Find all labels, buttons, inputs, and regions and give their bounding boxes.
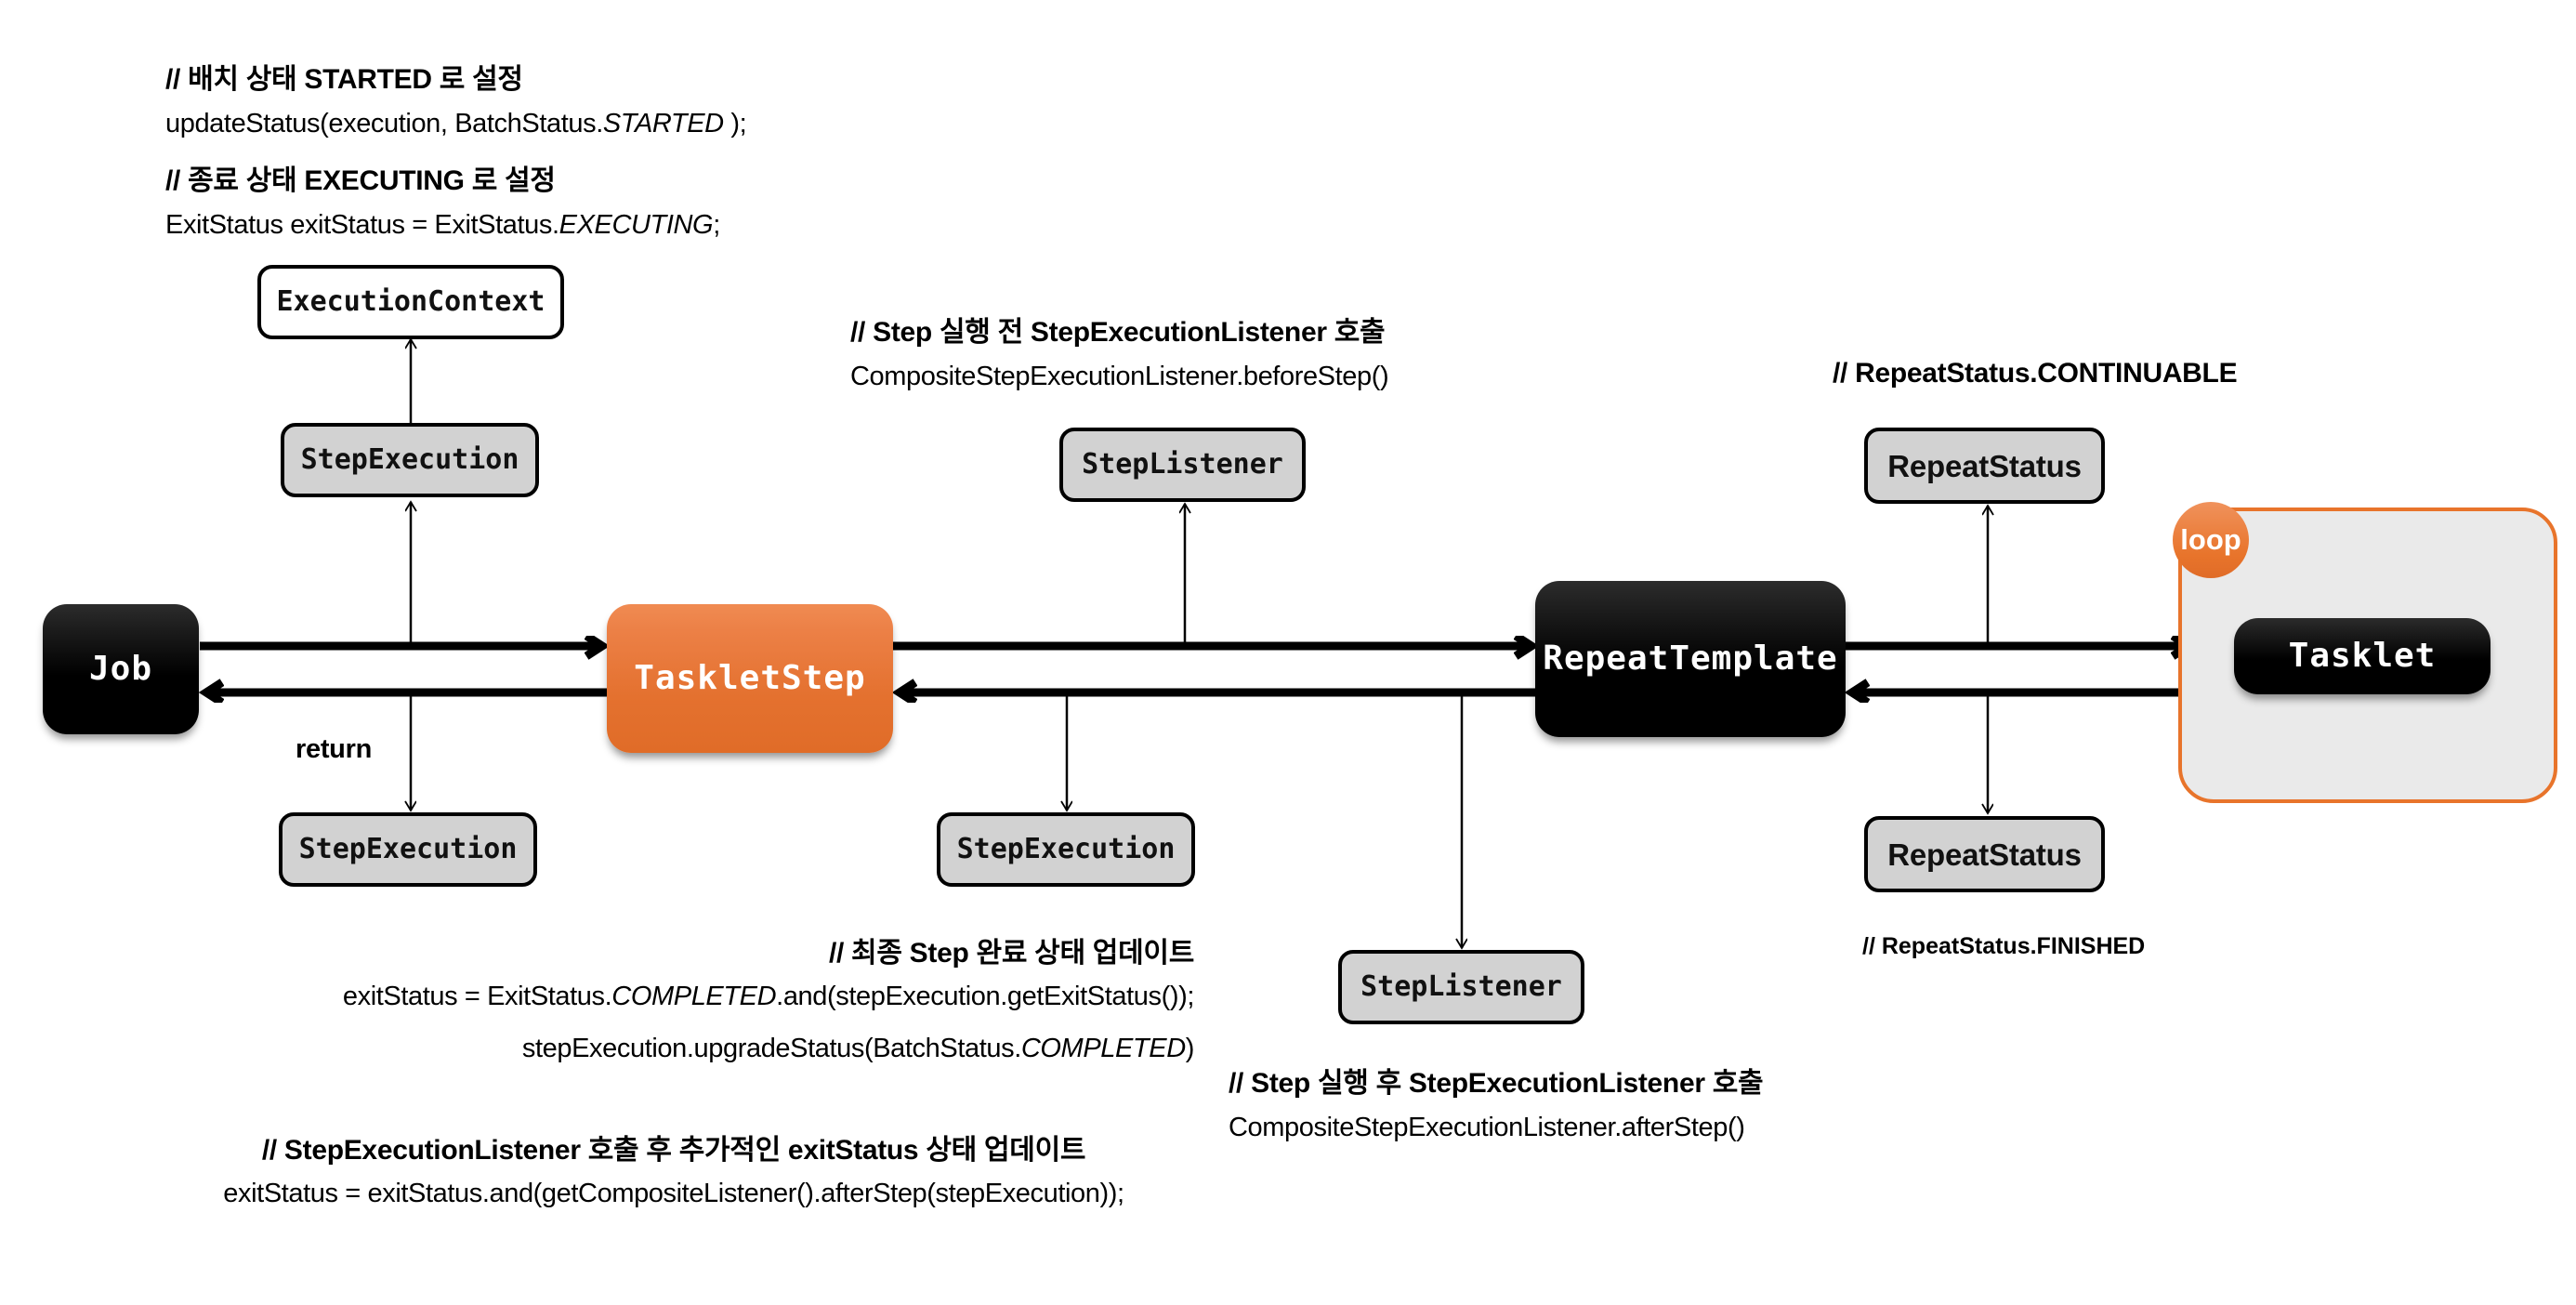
node-label: Tasklet [2288, 637, 2437, 675]
node-step-listener-top[interactable]: StepListener [1059, 428, 1306, 502]
code-part-a: ExitStatus exitStatus = ExitStatus. [165, 210, 559, 240]
code-part-italic: COMPLETED [611, 982, 777, 1011]
node-step-execution-mid[interactable]: StepExecution [937, 812, 1195, 887]
annotation-listener-extra-code: exitStatus = exitStatus.and(getComposite… [223, 1179, 1124, 1208]
loop-badge-label: loop [2180, 523, 2241, 556]
node-label: RepeatStatus [1887, 837, 2082, 872]
node-label: StepExecution [298, 833, 518, 865]
node-repeat-status-bottom[interactable]: RepeatStatus [1864, 816, 2105, 892]
node-repeat-status-top[interactable]: RepeatStatus [1864, 428, 2105, 504]
code-part-b: ; [713, 210, 720, 240]
node-step-execution-upper-left[interactable]: StepExecution [281, 423, 539, 497]
node-tasklet[interactable]: Tasklet [2234, 618, 2491, 694]
node-repeat-template[interactable]: RepeatTemplate [1535, 581, 1846, 737]
annotation-after-step-title: // Step 실행 후 StepExecutionListener 호출 [1229, 1068, 1764, 1099]
annotation-after-step-code: CompositeStepExecutionListener.afterStep… [1229, 1113, 1745, 1142]
node-execution-context[interactable]: ExecutionContext [257, 265, 564, 339]
code-part-b: ); [723, 109, 747, 138]
annotation-final-step-code-1: exitStatus = ExitStatus.COMPLETED.and(st… [260, 982, 1195, 1012]
annotation-before-step-code: CompositeStepExecutionListener.beforeSte… [850, 362, 1389, 391]
node-label: RepeatTemplate [1543, 639, 1838, 678]
annotation-exit-status-title: // 종료 상태 EXECUTING 로 설정 [165, 165, 556, 196]
code-part-a: stepExecution.upgradeStatus(BatchStatus. [521, 1034, 1021, 1063]
return-label: return [296, 734, 372, 764]
node-label: Job [88, 650, 153, 688]
node-label: TaskletStep [634, 659, 866, 697]
node-step-listener-bottom[interactable]: StepListener [1338, 950, 1584, 1024]
node-label: StepListener [1082, 448, 1283, 481]
code-part-a: updateStatus(execution, BatchStatus. [165, 109, 603, 138]
annotation-listener-extra-title: // StepExecutionListener 호출 후 추가적인 exitS… [261, 1135, 1086, 1166]
annotation-final-step-title: // 최종 Step 완료 상태 업데이트 [828, 938, 1194, 969]
code-part-italic: STARTED [602, 109, 724, 138]
code-part-a: exitStatus = ExitStatus. [342, 982, 612, 1011]
annotation-final-step-code-2: stepExecution.upgradeStatus(BatchStatus.… [260, 1034, 1195, 1064]
code-part-italic: EXECUTING [559, 210, 714, 240]
node-label: StepExecution [956, 833, 1176, 865]
node-step-execution-lower-left[interactable]: StepExecution [279, 812, 537, 887]
code-part-italic: COMPLETED [1020, 1034, 1186, 1063]
node-label: StepListener [1360, 970, 1562, 1003]
annotation-repeat-finished: // RepeatStatus.FINISHED [1862, 933, 2146, 959]
annotation-before-step-title: // Step 실행 전 StepExecutionListener 호출 [850, 317, 1386, 348]
annotation-exit-status-code: ExitStatus exitStatus = ExitStatus.EXECU… [165, 210, 720, 241]
node-label: ExecutionContext [276, 285, 545, 318]
annotation-repeat-continuable: // RepeatStatus.CONTINUABLE [1833, 358, 2238, 389]
node-label: StepExecution [300, 443, 519, 476]
node-job[interactable]: Job [43, 604, 199, 734]
code-part-b: .and(stepExecution.getExitStatus()); [776, 982, 1194, 1011]
annotation-batch-status-code: updateStatus(execution, BatchStatus.STAR… [165, 109, 747, 139]
code-part-b: ) [1185, 1034, 1195, 1063]
loop-badge[interactable]: loop [2173, 502, 2249, 578]
node-tasklet-step[interactable]: TaskletStep [607, 604, 893, 753]
annotation-batch-status-title: // 배치 상태 STARTED 로 설정 [165, 64, 523, 95]
node-label: RepeatStatus [1887, 448, 2082, 483]
